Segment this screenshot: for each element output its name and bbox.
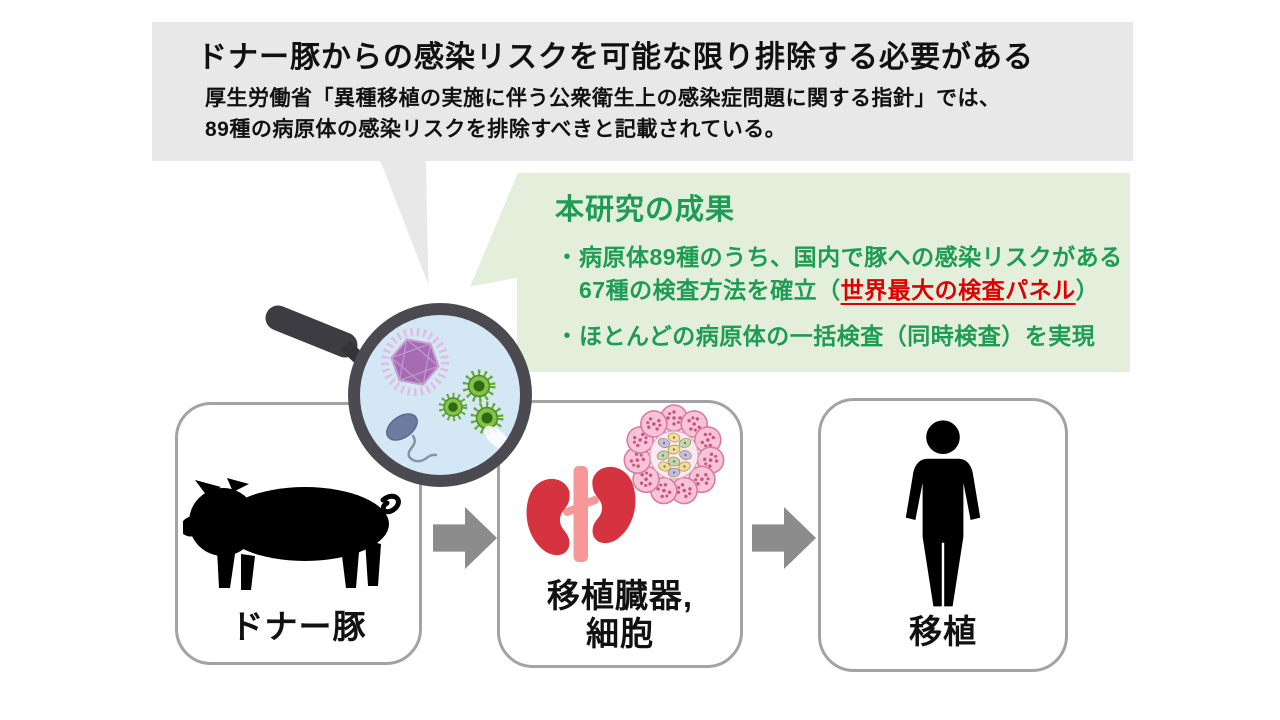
issue-detail-line1: 厚生労働省「異種移植の実施に伴う公衆衛生上の感染症問題に関する指針」では、	[205, 87, 1001, 110]
pig-silhouette-icon	[183, 478, 401, 590]
transplant-label: 移植	[909, 613, 977, 650]
organ-label-line2: 細胞	[586, 615, 654, 652]
issue-box-tail	[380, 160, 429, 285]
magnifier-pathogens-icon	[265, 303, 532, 487]
issue-box: ドナー豚からの感染リスクを可能な限り排除する必要がある 厚生労働省「異種移植の実…	[152, 22, 1133, 161]
issue-title: ドナー豚からの感染リスクを可能な限り排除する必要がある	[197, 41, 1034, 74]
cell-cluster-icon	[622, 404, 726, 507]
kidneys-icon	[526, 466, 636, 562]
results-title: 本研究の成果	[555, 194, 736, 226]
bullet-dot-icon: •	[563, 325, 571, 347]
magnifier-rim	[348, 303, 532, 487]
arrow-right-icon	[752, 507, 816, 569]
results-box: 本研究の成果 • 病原体89種のうち、国内で豚への感染リスクがある 67種の検査…	[517, 173, 1130, 372]
issue-detail: 厚生労働省「異種移植の実施に伴う公衆衛生上の感染症問題に関する指針」では、 89…	[197, 83, 1133, 145]
issue-detail-line2: 89種の病原体の感染リスクを排除すべきと記載されている。	[205, 118, 787, 141]
bullet-dot-icon: •	[563, 246, 571, 268]
arrow-right-icon	[433, 507, 497, 569]
bullet-1-line2: 67種の検査方法を確立（世界最大の検査パネル）	[579, 277, 1100, 303]
donor-pig-label: ドナー豚	[230, 608, 367, 645]
person-silhouette-icon	[905, 420, 981, 607]
results-box-tail	[470, 175, 517, 287]
bacterium-icon	[386, 413, 438, 463]
magnifier-handle	[265, 305, 358, 358]
organ-label-line1: 移植臓器,	[546, 577, 694, 614]
virus-purple-icon	[381, 328, 449, 396]
results-bullet-2-text: ほとんどの病原体の一括検査（同時検査）を実現	[579, 323, 1096, 349]
results-bullet-1-text: 病原体89種のうち、国内で豚への感染リスクがある 67種の検査方法を確立（世界最…	[579, 241, 1123, 307]
results-bullet-2: • ほとんどの病原体の一括検査（同時検査）を実現	[555, 320, 1130, 353]
results-bullet-1: • 病原体89種のうち、国内で豚への感染リスクがある 67種の検査方法を確立（世…	[555, 241, 1130, 307]
bullet-1-line1: 病原体89種のうち、国内で豚への感染リスクがある	[579, 244, 1123, 270]
world-largest-panel-highlight: 世界最大の検査パネル	[840, 277, 1076, 303]
organ-cell-label: 移植臓器, 細胞	[500, 577, 740, 653]
